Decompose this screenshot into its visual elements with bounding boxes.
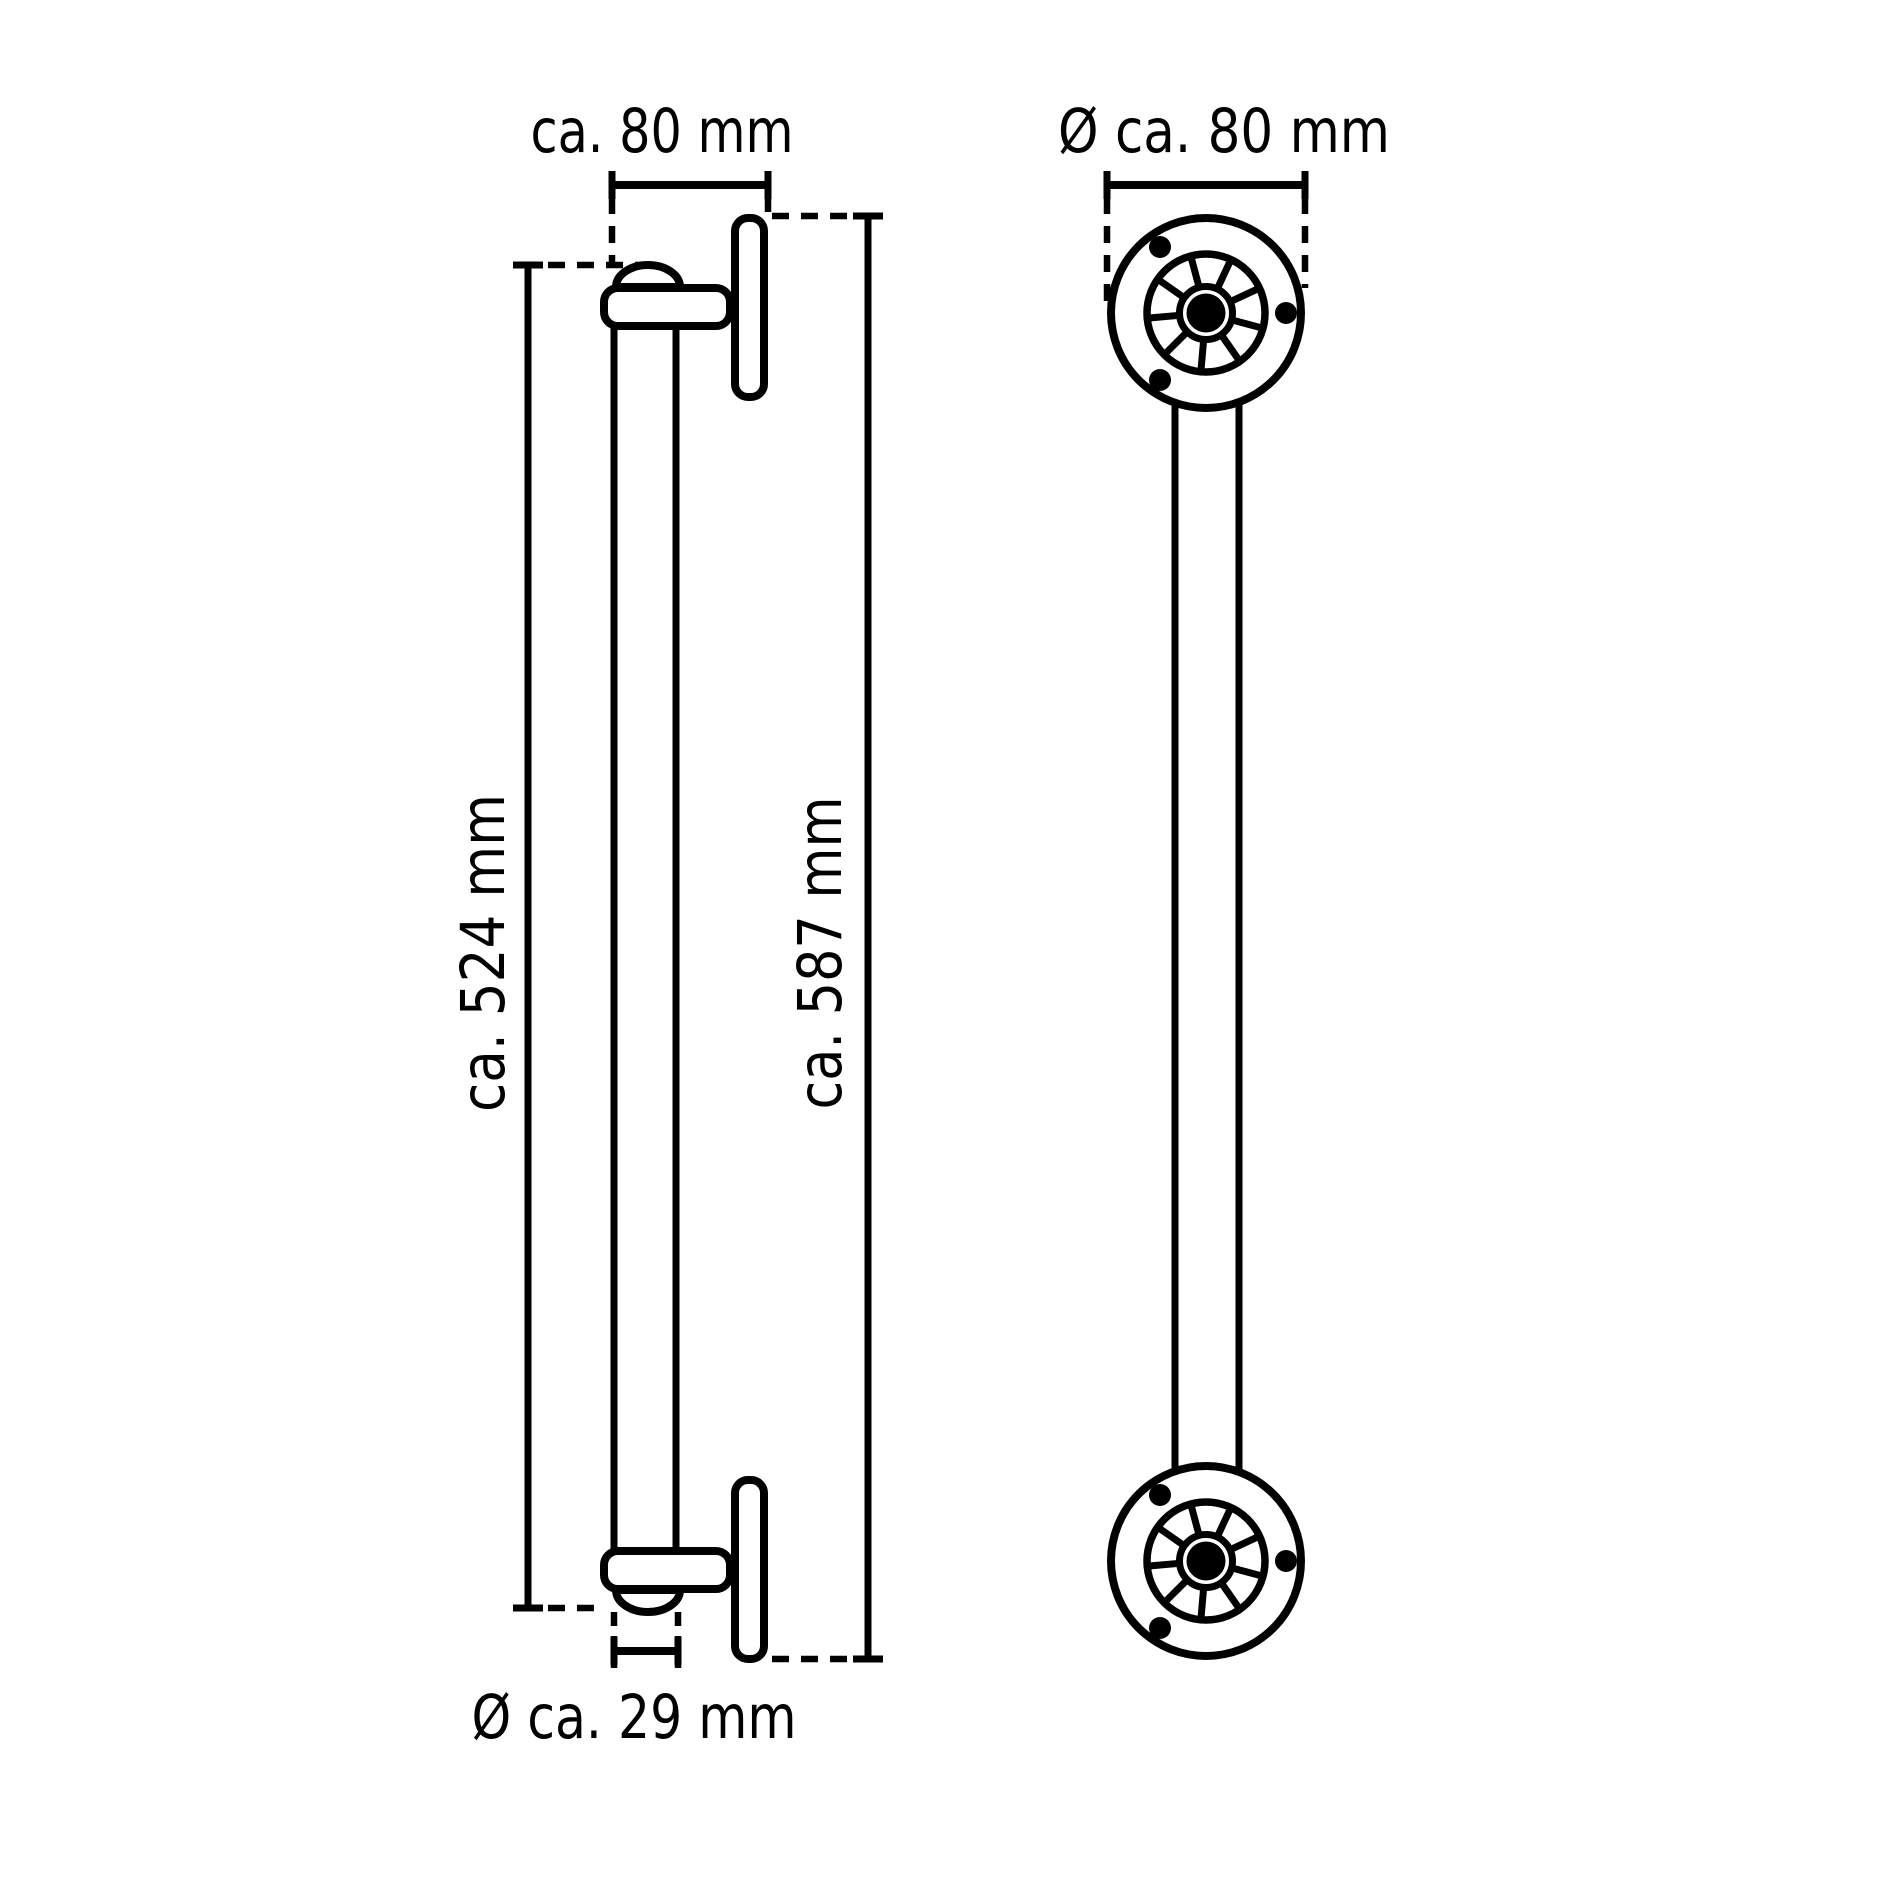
line-art: [513, 171, 1309, 1668]
wall-flange-front-top: [1111, 218, 1301, 408]
dimension-total-length: [772, 212, 883, 1663]
mounting-arm-top: [600, 284, 734, 330]
wall-flange-side-bottom: [731, 1476, 768, 1663]
label-side-tube-diameter: Ø ca. 29 mm: [472, 1682, 797, 1753]
wall-flange-front-bottom: [1111, 1466, 1301, 1656]
dimension-labels: ca. 80 mm ca. 524 mm ca. 587 mm Ø ca. 29…: [448, 96, 1390, 1753]
end-cap-top: [611, 261, 685, 291]
side-view: [513, 171, 883, 1668]
front-view: [1103, 171, 1309, 1656]
label-side-grip-length: ca. 524 mm: [448, 794, 519, 1112]
dimension-tube-diameter: [610, 1612, 682, 1668]
label-side-mount-depth: ca. 80 mm: [531, 96, 794, 167]
end-cap-bottom: [611, 1586, 685, 1616]
wall-flange-side-top: [731, 214, 768, 401]
label-front-flange-diameter: Ø ca. 80 mm: [1058, 96, 1390, 167]
dimension-top-width: [608, 171, 772, 268]
mounting-arm-bottom: [600, 1547, 734, 1593]
dimension-grip-length: [513, 261, 650, 1612]
dimension-flange-diameter: [1103, 171, 1309, 305]
label-side-total-length: ca. 587 mm: [785, 797, 856, 1110]
